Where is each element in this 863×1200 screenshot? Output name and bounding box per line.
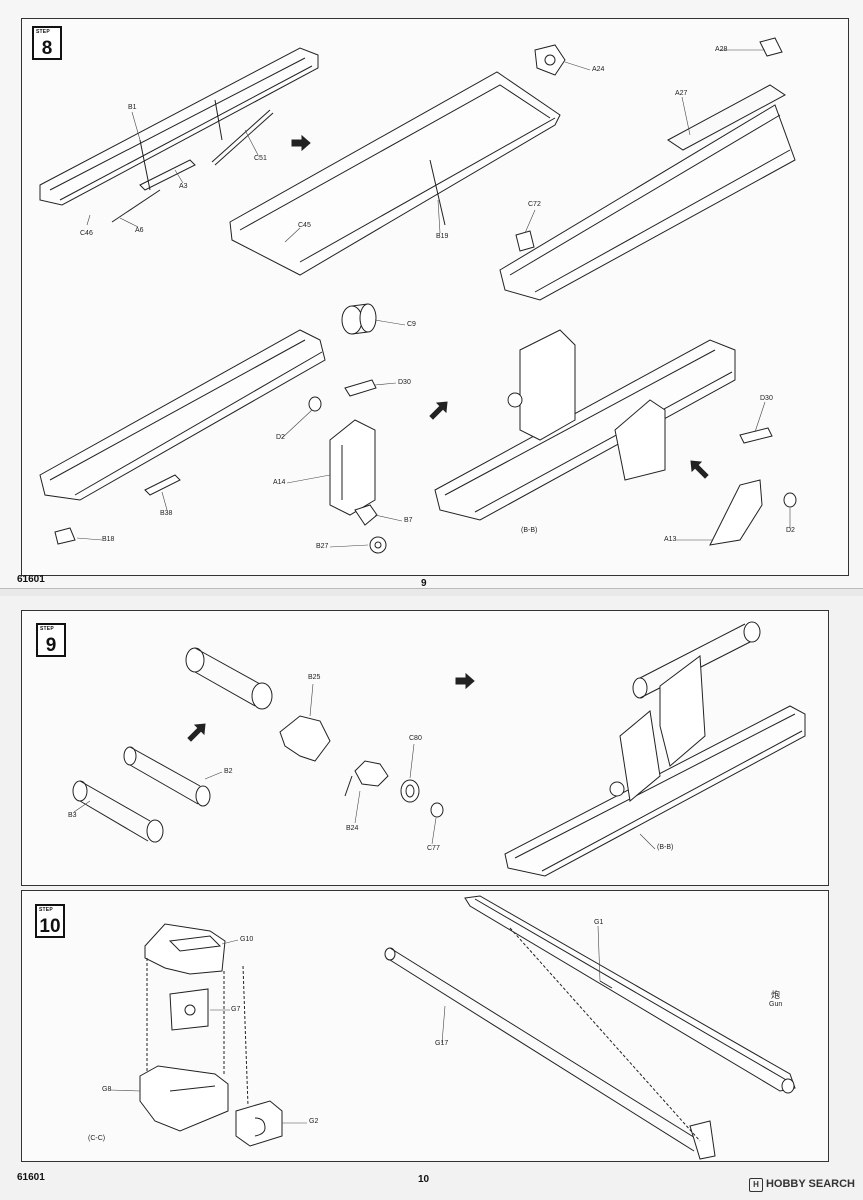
part-label-c72: C72 (528, 201, 541, 208)
part-label-d2: D2 (276, 434, 285, 441)
part-label-a6: A6 (135, 227, 144, 234)
part-label-b38: B38 (160, 510, 173, 517)
manual-page-9: STEP 8 (0, 0, 863, 589)
product-code: 61601 (17, 574, 45, 585)
part-label-g8: G8 (102, 1086, 112, 1093)
part-label-c46: C46 (80, 230, 93, 237)
part-label-d30-right: D30 (760, 395, 773, 402)
page-number-p10: 10 (418, 1174, 430, 1185)
part-label-g7: G7 (231, 1006, 241, 1013)
step-8-label: STEP (36, 29, 50, 35)
view-label-c-c: (C-C) (88, 1135, 106, 1142)
part-label-b2: B2 (224, 768, 233, 775)
part-label-g2: G2 (309, 1118, 319, 1125)
part-label-a24: A24 (592, 66, 605, 73)
part-label-a14: A14 (273, 479, 286, 486)
step-9-label: STEP (40, 626, 54, 632)
part-label-b3: B3 (68, 812, 77, 819)
part-label-b25: B25 (308, 674, 321, 681)
part-label-d2-right: D2 (786, 527, 795, 534)
hobby-search-logo-icon: H (748, 1178, 763, 1192)
step-9-10-diagram (72, 621, 806, 1160)
part-label-b7: B7 (404, 517, 413, 524)
manual-page-10: STEP 9 STEP 10 (0, 596, 863, 1200)
part-label-c9: C9 (407, 321, 416, 328)
part-label-c51: C51 (254, 155, 267, 162)
part-label-c45: C45 (298, 222, 311, 229)
part-label-d30: D30 (398, 379, 411, 386)
step-10-label: STEP (39, 907, 53, 913)
step-8-number: 8 (41, 38, 53, 59)
part-label-b18: B18 (102, 536, 115, 543)
part-label-c77: C77 (427, 845, 440, 852)
step-8-diagram (39, 37, 797, 554)
part-label-a3: A3 (179, 183, 188, 190)
gun-label-cn: 炮 (771, 990, 781, 1000)
part-label-c80: C80 (409, 735, 422, 742)
step-9-number: 9 (45, 635, 57, 656)
part-label-b19: B19 (436, 233, 449, 240)
part-label-g10: G10 (240, 936, 254, 943)
product-code-p10: 61601 (17, 1172, 45, 1183)
part-label-g1: G1 (594, 919, 604, 926)
watermark-text: HOBBY SEARCH (765, 1178, 855, 1190)
gun-label-en: Gun (769, 1001, 783, 1008)
page-number: 9 (421, 578, 427, 589)
step-10-number: 10 (39, 916, 61, 937)
part-label-a28: A28 (715, 46, 728, 53)
view-label-b-b-step9: (B-B) (657, 844, 674, 851)
part-label-a27: A27 (675, 90, 688, 97)
part-label-a13: A13 (664, 536, 677, 543)
part-label-b1: B1 (128, 104, 137, 111)
view-label-b-b: (B-B) (521, 527, 538, 534)
step-9-frame (21, 610, 829, 886)
part-label-b27: B27 (316, 543, 329, 550)
part-label-g17: G17 (435, 1040, 449, 1047)
part-label-b24: B24 (346, 825, 359, 832)
